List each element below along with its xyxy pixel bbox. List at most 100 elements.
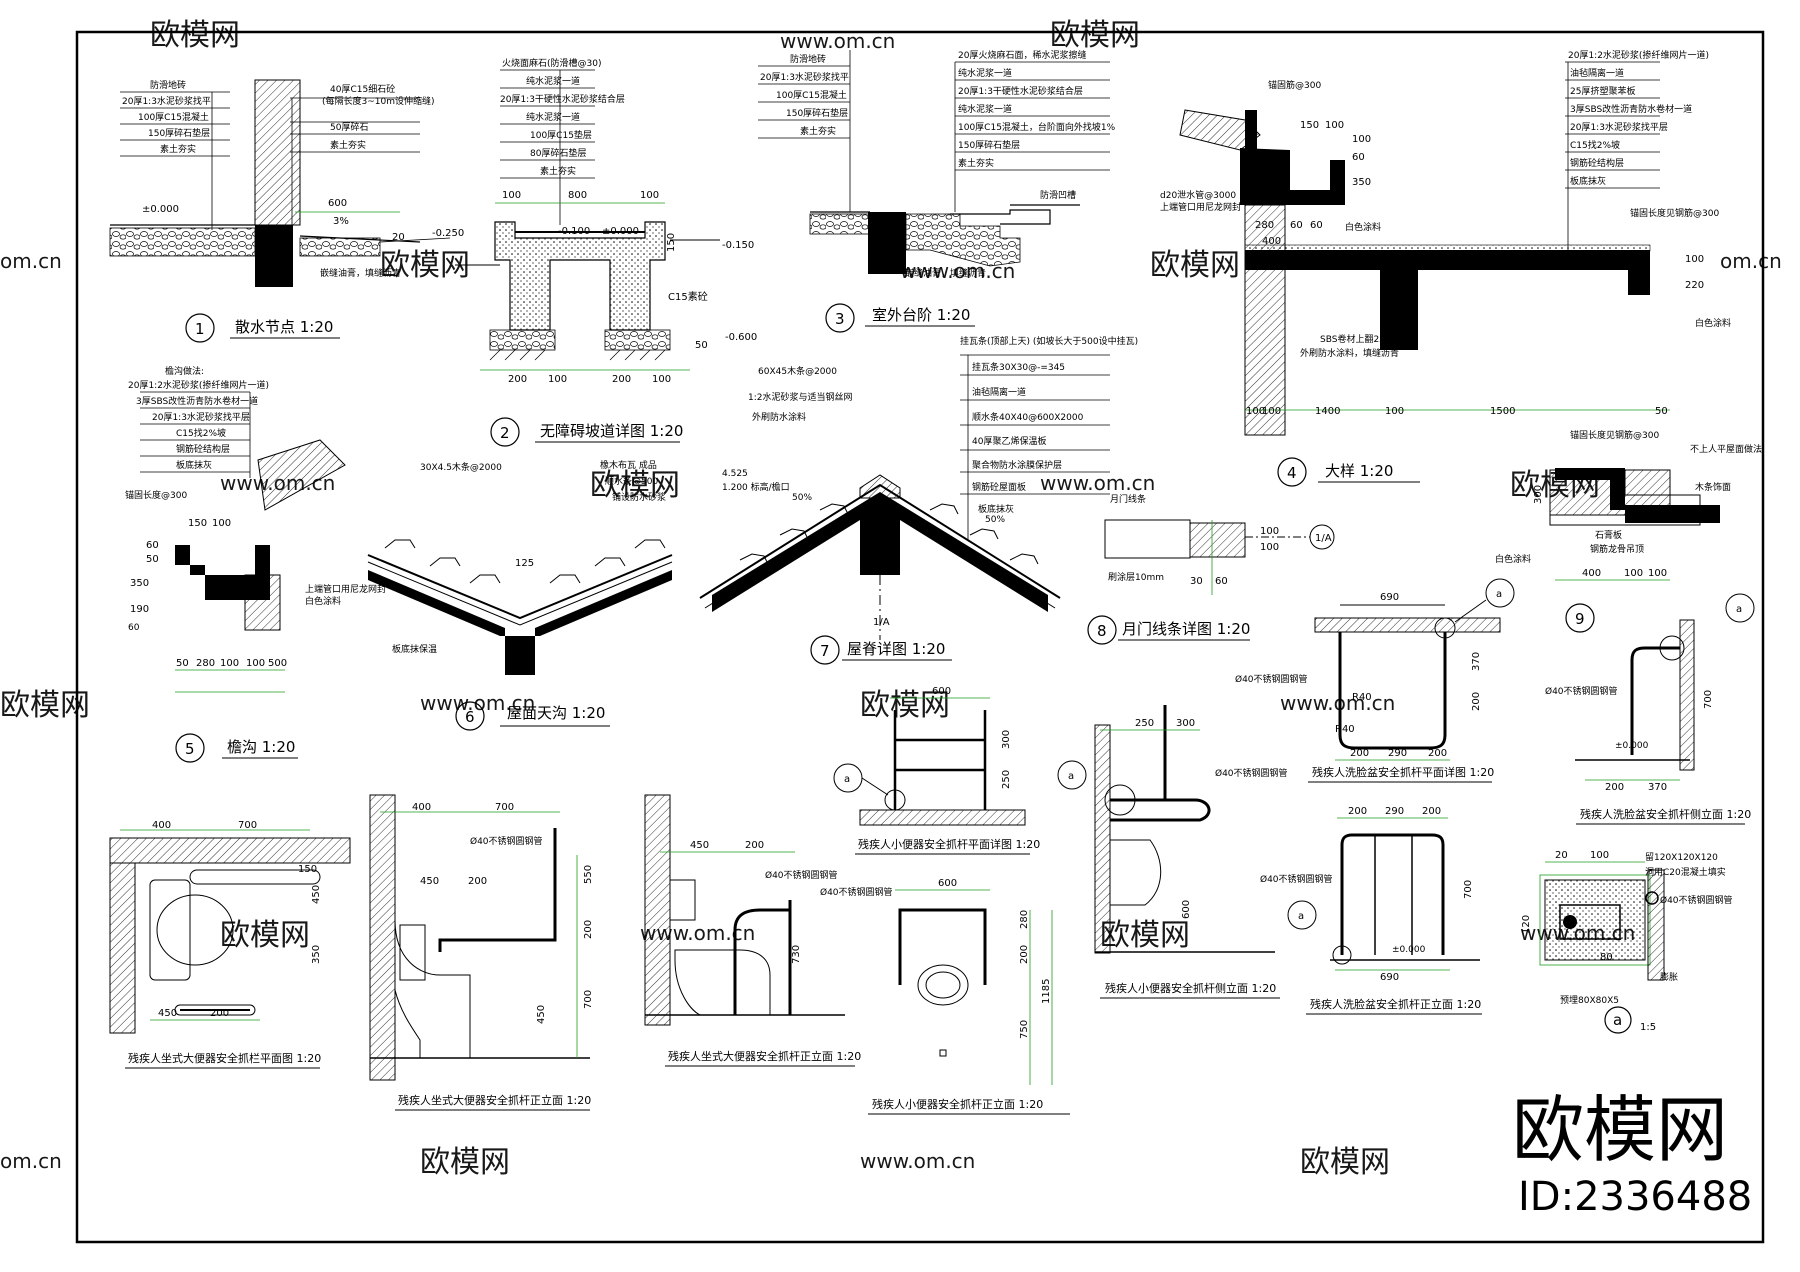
dim-label: 60 [1352, 152, 1365, 163]
note: 25厚挤塑聚苯板 [1570, 85, 1635, 97]
dim-label: 600 [932, 686, 951, 697]
sheet-border [75, 30, 1765, 1244]
label: -0.250 [432, 228, 464, 239]
note: 外刷防水涂料，填缝沥青 [1300, 347, 1399, 359]
dim-label: 700 [583, 990, 594, 1009]
note: 板底抹灰 [176, 459, 212, 471]
note: 素土夯实 [540, 165, 576, 177]
basin-grab-bar-front-elevation: 200 290 200 Ø40不锈钢圆钢管 a 700 ±0.000 690 残… [1260, 806, 1482, 1015]
dim-label: 400 [1262, 236, 1281, 247]
dim-label: 20 [1555, 850, 1568, 861]
dim-label: 100 [1325, 120, 1344, 131]
note: 纯水泥浆一道 [526, 75, 580, 87]
note: 白色涂料 [1495, 553, 1531, 565]
note: 锚固长度@300 [125, 489, 187, 501]
dim-label: 20 [392, 232, 405, 243]
dim-label: 300 [1001, 730, 1012, 749]
detail-number: 5 [185, 740, 195, 758]
note: (每隔长度3~10m设伸缩缝) [322, 95, 435, 107]
watermark-url: www.om.cn [1040, 471, 1155, 495]
detail-number: 2 [500, 424, 510, 442]
detail-2-ramp: 火烧面麻石(防滑槽@30) 纯水泥浆一道 20厚1:3干硬性水泥砂浆结合层 纯水… [455, 57, 757, 447]
dim-label: 100 [1352, 134, 1371, 145]
dim-label: 800 [568, 190, 587, 201]
note: 20厚1:2水泥砂浆(掺纤维网片一道) [1568, 49, 1709, 61]
note: 钢筋砼屋面板 [972, 481, 1026, 493]
dim-label: 200 [210, 1008, 229, 1019]
dim-label: 60 [146, 540, 159, 551]
dim-label: 280 [196, 658, 215, 669]
note: 100厚C15混凝土 [138, 111, 209, 123]
dim-label: 100 [502, 190, 521, 201]
brand-id: ID:2336488 [1518, 1174, 1752, 1220]
dim-label: 550 [583, 865, 594, 884]
note: SBS卷材上翻250 [1320, 333, 1391, 345]
label: ±0.000 [1615, 741, 1649, 751]
brand-logo: 欧模网 [1512, 1088, 1728, 1172]
label: 50% [792, 493, 812, 503]
dim-label: 700 [495, 802, 514, 813]
note: 钢筋砼结构层 [1570, 157, 1624, 169]
dim-label: 250 [1135, 718, 1154, 729]
detail-5-gutter: 檐沟做法: 20厚1:2水泥砂浆(掺纤维网片一道) 3厚SBS改性沥青防水卷材一… [125, 365, 386, 763]
dim-label: 200 [1348, 806, 1367, 817]
detail-8-moon-gate: 月门线条 刷涂层10mm 100 100 30 60 1/A 8 月门线条详图 … [1087, 493, 1335, 645]
note: 白色涂料 [305, 595, 341, 607]
note: 防滑地砖 [790, 53, 826, 65]
detail-number: a [1613, 1011, 1622, 1029]
note: 橡木布瓦 成品 [600, 459, 657, 471]
dim-label: 200 [1350, 748, 1369, 759]
note: 20厚1:3干硬性水泥砂浆结合层 [958, 85, 1083, 97]
dim-label: 100 [212, 518, 231, 529]
note: 钢筋龙骨吊顶 [1590, 543, 1644, 555]
note: 防滑凹槽 [1040, 189, 1076, 201]
accessible-wc-plan: 400 700 150 450 350 450 200 残疾人坐式大便器安全抓栏… [109, 820, 351, 1069]
dim-label: 100 [1685, 254, 1704, 265]
note: 月门线条 [1110, 493, 1146, 505]
detail-7-ridge: 挂瓦条(顶部上天) (如坡长大于500设中挂瓦) 挂瓦条30X30@-=345 … [699, 335, 1138, 665]
dim-label: 280 [1255, 220, 1274, 231]
basin-grab-bar-side-elevation: a Ø40不锈钢圆钢管 700 ±0.000 200 370 残疾人洗脸盆安全抓… [1545, 593, 1755, 825]
note: 60X45木条@2000 [758, 365, 837, 377]
watermark-text: 欧模网 [1050, 18, 1140, 53]
note: C15找2%坡 [176, 427, 226, 439]
detail-1-apron: 防滑地砖 20厚1:3水泥砂浆找平 100厚C15混凝土 150厚碎石垫层 素土… [109, 79, 464, 343]
note: 预埋80X80X5 [1560, 995, 1619, 1006]
note: 150厚碎石垫层 [148, 127, 210, 139]
dim-label: 370 [1471, 652, 1482, 671]
detail-title: 屋面天沟 1:20 [507, 704, 605, 722]
detail-number: 1 [195, 320, 205, 338]
note: 100厚C15混凝土 [776, 89, 847, 101]
watermark-text: 欧模网 [420, 1145, 510, 1180]
dim-label: 370 [1648, 782, 1667, 793]
note: 嵌缝油膏，填缝沥青 [320, 267, 401, 279]
dim-label: 60 [1310, 220, 1323, 231]
detail-3-steps: 防滑地砖 20厚1:3水泥砂浆找平 100厚C15混凝土 150厚碎石垫层 素土… [758, 49, 1116, 333]
detail-title: 无障碍坡道详图 1:20 [540, 422, 683, 440]
dim-label: 690 [1380, 972, 1399, 983]
note: 挂瓦条(顶部上天) (如坡长大于500设中挂瓦) [960, 335, 1138, 347]
dim-label: 200 [1422, 806, 1441, 817]
dim-label: 3% [333, 216, 349, 227]
note: 100厚C15垫层 [530, 129, 592, 141]
watermark-text: 欧模网 [0, 688, 90, 723]
detail-number: 9 [1575, 610, 1585, 628]
note: 80厚碎石垫层 [530, 147, 586, 159]
dim-label: 1400 [1315, 406, 1340, 417]
label: -0.100 [558, 226, 590, 237]
dim-label: 100 [1385, 406, 1404, 417]
note: 20厚1:3水泥砂浆找平 [122, 95, 211, 107]
note: 铺设防水砂浆 [612, 491, 666, 503]
label: a [844, 774, 850, 785]
note: 檐沟做法: [165, 365, 204, 377]
dim-label: 50 [695, 340, 708, 351]
note: Ø40不锈钢圆钢管 [1215, 767, 1288, 779]
drawing-caption: 残疾人小便器安全抓杆侧立面 1:20 [1105, 981, 1276, 995]
note: Ø40不锈钢圆钢管 [1260, 873, 1333, 885]
dim-label: 200 [1428, 748, 1447, 759]
note: 锚固筋@300 [1268, 79, 1321, 91]
dim-label: 600 [938, 878, 957, 889]
dim-label: 150 [1300, 120, 1319, 131]
note: C15素砼 [668, 290, 708, 303]
